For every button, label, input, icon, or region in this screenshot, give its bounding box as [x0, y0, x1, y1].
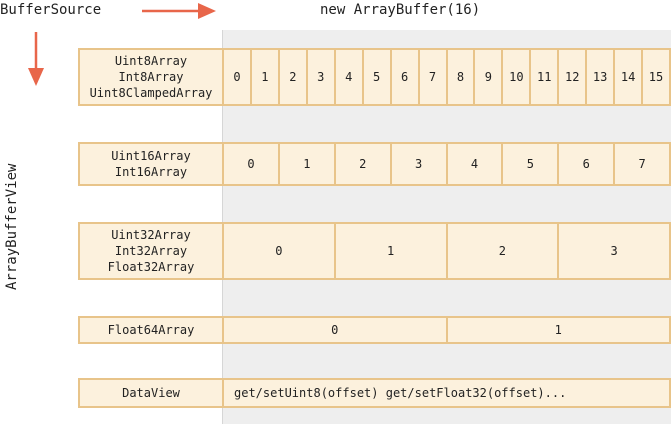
array-type-name: Float64Array	[107, 323, 195, 337]
dataview-methods: get/setUint8(offset) get/setFloat32(offs…	[222, 378, 671, 408]
index-cells: get/setUint8(offset) get/setFloat32(offs…	[222, 378, 671, 408]
array-buffer-view-label: ArrayBufferView	[4, 163, 20, 290]
array-type-name: Uint16Array	[111, 149, 191, 163]
index-cell: 15	[641, 48, 671, 106]
index-cell: 6	[389, 48, 420, 106]
index-cell: 5	[501, 142, 560, 186]
index-cell: 9	[473, 48, 504, 106]
array-type-label: Float64Array	[78, 316, 224, 344]
array-type-name: Uint32Array	[111, 228, 191, 242]
index-cell: 0	[222, 142, 280, 186]
array-type-name: Int32Array	[114, 244, 188, 258]
down-arrow-icon	[28, 32, 44, 86]
array-type-name: Uint8ClampedArray	[89, 86, 213, 100]
index-cell: 14	[613, 48, 644, 106]
index-cell: 4	[333, 48, 364, 106]
index-cell: 1	[277, 142, 336, 186]
buffer-source-label: BufferSource	[0, 2, 102, 18]
index-cell: 0	[222, 222, 336, 280]
index-cell: 13	[585, 48, 616, 106]
index-cell: 5	[361, 48, 392, 106]
index-cell: 12	[557, 48, 588, 106]
index-cell: 1	[333, 222, 448, 280]
array-type-name: DataView	[122, 386, 180, 400]
index-cell: 11	[529, 48, 560, 106]
index-cell: 8	[445, 48, 476, 106]
index-cell: 1	[445, 316, 671, 344]
index-cell: 10	[501, 48, 532, 106]
index-cell: 4	[445, 142, 504, 186]
index-cell: 0	[222, 48, 252, 106]
index-cell: 6	[557, 142, 616, 186]
array-type-name: Int16Array	[114, 165, 188, 179]
index-cell: 1	[249, 48, 280, 106]
array-type-name: Int8Array	[118, 70, 184, 84]
array-buffer-label: new ArrayBuffer(16)	[320, 2, 481, 18]
array-type-name: Uint8Array	[114, 54, 188, 68]
index-cell: 7	[417, 48, 448, 106]
index-cell: 0	[222, 316, 448, 344]
right-arrow-icon	[142, 3, 216, 19]
array-type-label: DataView	[78, 378, 224, 408]
index-cell: 2	[333, 142, 392, 186]
index-cell: 3	[557, 222, 671, 280]
index-cell: 2	[445, 222, 560, 280]
index-cell: 7	[613, 142, 671, 186]
index-cell: 3	[305, 48, 336, 106]
index-cell: 2	[277, 48, 308, 106]
index-cell: 3	[389, 142, 448, 186]
array-type-name: Float32Array	[107, 260, 195, 274]
